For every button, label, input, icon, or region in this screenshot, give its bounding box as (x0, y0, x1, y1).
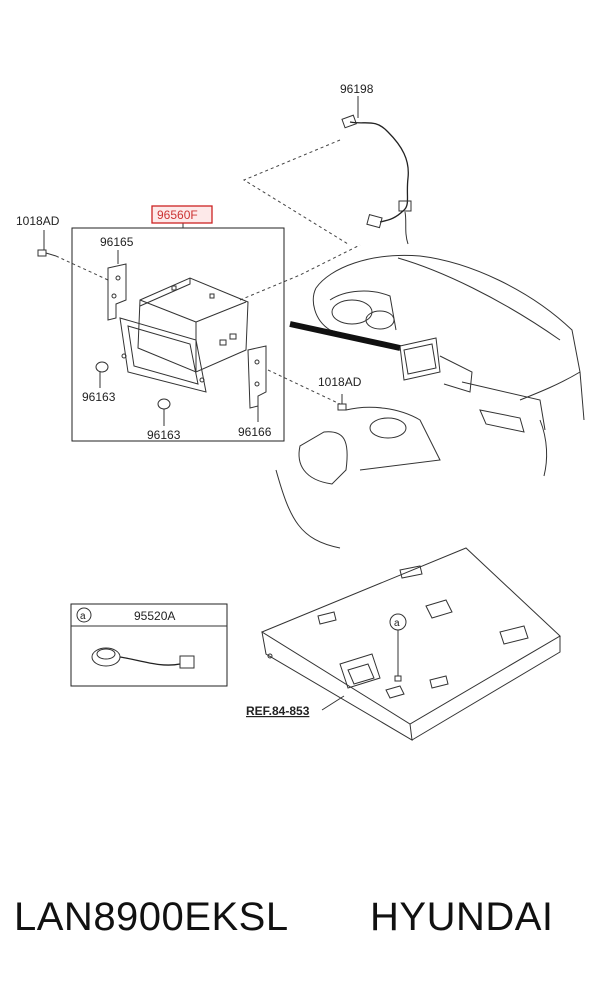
highlight-96560F (151, 205, 213, 224)
label-ref-84-853: REF.84-853 (246, 704, 310, 718)
label-96166: 96166 (238, 425, 272, 439)
wire-harness-96198 (341, 96, 412, 245)
sensor-mount (394, 675, 402, 682)
head-unit-96560F (119, 277, 249, 393)
label-96165: 96165 (100, 235, 134, 249)
bolt-right (337, 394, 347, 411)
unit-leader-line (239, 244, 361, 301)
bracket-left (107, 263, 127, 321)
label-95520A: 95520A (134, 609, 175, 623)
pointer-arrow (289, 321, 401, 351)
knob-bottom (157, 398, 171, 410)
label-1018AD-right: 1018AD (318, 375, 362, 389)
dashboard-illustration (275, 254, 585, 549)
bracket-right (247, 345, 267, 409)
wire-leader-line (242, 139, 349, 245)
label-96198: 96198 (340, 82, 374, 96)
label-96163-left: 96163 (82, 390, 116, 404)
inset-box-95520A (70, 603, 228, 687)
knob-left (95, 361, 109, 373)
brand-text: HYUNDAI (370, 895, 554, 939)
label-1018AD-left: 1018AD (16, 214, 60, 228)
headliner-illustration (260, 547, 561, 741)
bolt-left (37, 249, 57, 257)
label-96163-bottom: 96163 (147, 428, 181, 442)
part-number-text: LAN8900EKSL (14, 895, 289, 939)
label-96560F: 96560F (157, 208, 198, 222)
radio-assembly-box (71, 227, 285, 442)
inset-marker-a: a (80, 611, 86, 622)
sensor-95520A (91, 647, 195, 669)
svg-text:a: a (394, 618, 400, 629)
